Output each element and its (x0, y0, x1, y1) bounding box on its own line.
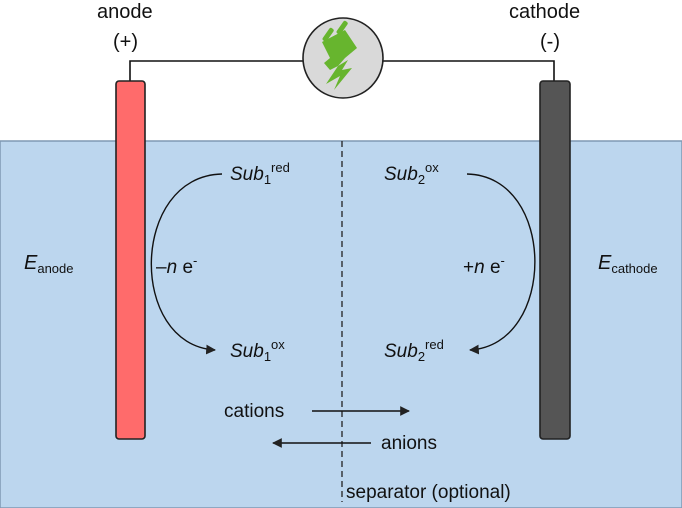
power-source (302, 17, 384, 99)
cathode-electrons: +n e- (463, 253, 505, 278)
electrolyte (0, 140, 682, 508)
separator-label: separator (optional) (346, 482, 511, 503)
power-plug-icon (322, 20, 357, 90)
anode-label: anode (97, 1, 153, 23)
external-wire-right (383, 60, 555, 83)
anode-reaction-arc (150, 173, 223, 355)
external-wire (129, 60, 303, 83)
cathode-product: Sub2red (384, 337, 444, 364)
cathode-sign: (-) (540, 31, 560, 53)
cathode-reactant: Sub2ox (384, 160, 439, 187)
anode-product: Sub1ox (230, 337, 285, 364)
cathode-label: cathode (509, 1, 581, 23)
cations-label: cations (224, 401, 285, 422)
cathode-reaction-arc (466, 173, 536, 355)
anode-electrode (115, 80, 146, 440)
anode-potential: Eanode (24, 252, 74, 276)
cathode-potential: Ecathode (598, 252, 658, 276)
anode-reactant: Sub1red (230, 160, 290, 187)
cathode-electrode (539, 80, 571, 440)
anions-label: anions (381, 433, 437, 454)
anode-sign: (+) (113, 31, 138, 53)
anode-electrons: –n e- (156, 253, 198, 278)
